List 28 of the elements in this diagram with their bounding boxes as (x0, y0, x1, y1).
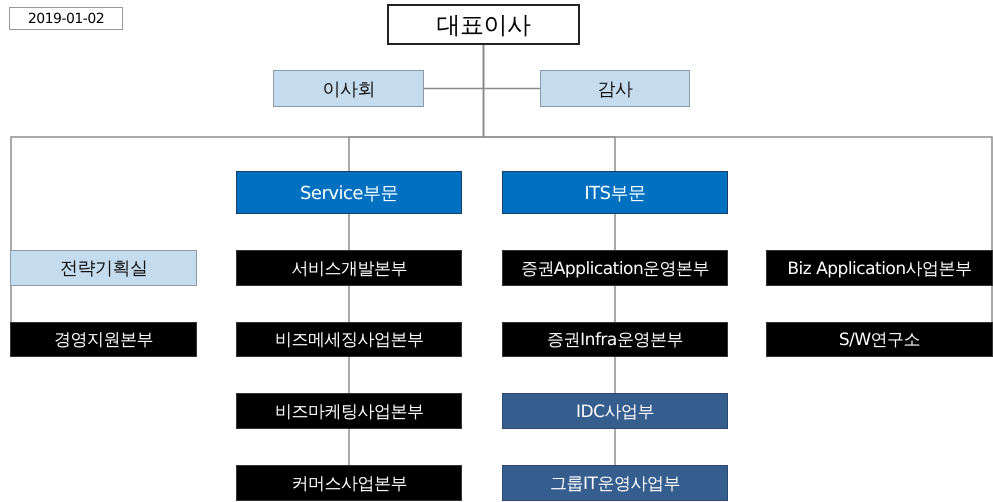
division-box: Service부문 (236, 171, 462, 214)
connector-line (614, 286, 616, 322)
connector-line (614, 429, 616, 465)
department-box: 비즈메세징사업본부 (236, 322, 462, 357)
org-box: 전략기획실 (10, 250, 197, 286)
department-box: 그룹IT운영사업부 (502, 465, 728, 501)
department-box: IDC사업부 (502, 393, 728, 429)
department-box: 증권Application운영본부 (502, 250, 728, 286)
department-box: 경영지원본부 (10, 322, 197, 357)
department-box: 커머스사업본부 (236, 465, 462, 501)
org-box: 이사회 (273, 70, 424, 107)
connector-line (10, 286, 12, 322)
connector-line (348, 429, 350, 465)
department-box: Biz Application사업본부 (766, 250, 993, 286)
department-box: 서비스개발본부 (236, 250, 462, 286)
org-box: 대표이사 (387, 4, 580, 45)
division-box: ITS부문 (502, 171, 728, 214)
connector-line (614, 357, 616, 393)
connector-line (991, 286, 993, 322)
connector-line (348, 214, 350, 250)
date-box: 2019-01-02 (9, 7, 123, 30)
connector-line (348, 286, 350, 322)
department-box: 비즈마케팅사업본부 (236, 393, 462, 429)
department-box: S/W연구소 (766, 322, 993, 357)
connector-line (348, 357, 350, 393)
department-box: 증권Infra운영본부 (502, 322, 728, 357)
connector-line (614, 214, 616, 250)
org-box: 감사 (540, 70, 690, 107)
